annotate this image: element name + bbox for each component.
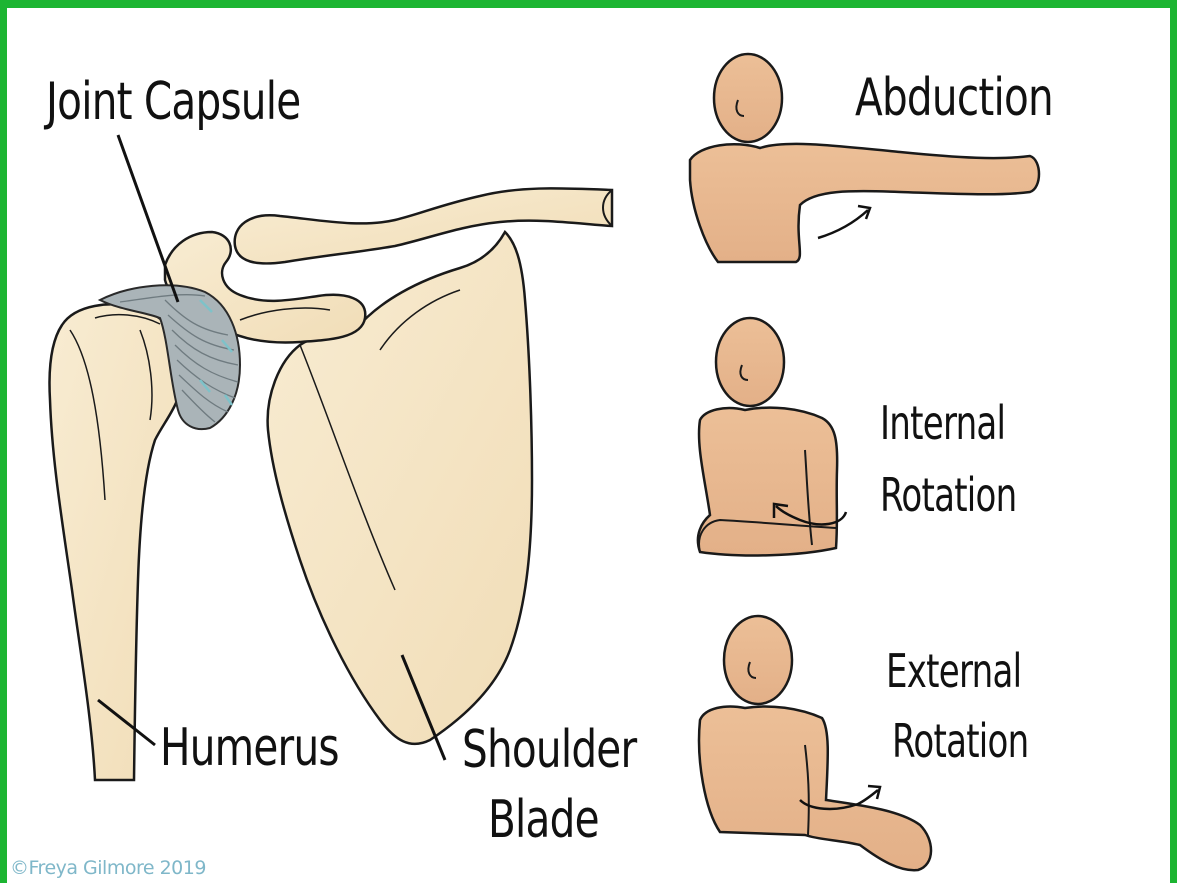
- internal-label: Internal: [880, 398, 1005, 448]
- clavicle-bone: [235, 188, 612, 263]
- blade-label: Blade: [488, 790, 599, 850]
- humerus-label: Humerus: [160, 718, 339, 778]
- external-rotation-label: Rotation: [892, 716, 1028, 766]
- internal-rotation-label: Rotation: [880, 470, 1016, 520]
- copyright-credit: ©Freya Gilmore 2019: [10, 857, 206, 879]
- humerus-bone: [50, 304, 183, 780]
- external-label: External: [886, 646, 1021, 696]
- shoulder-label: Shoulder: [462, 720, 636, 780]
- internal-rotation-figure: [698, 318, 846, 555]
- joint-capsule-label: Joint Capsule: [46, 72, 300, 132]
- joint-capsule-leader: [118, 135, 178, 302]
- abduction-label: Abduction: [855, 68, 1053, 128]
